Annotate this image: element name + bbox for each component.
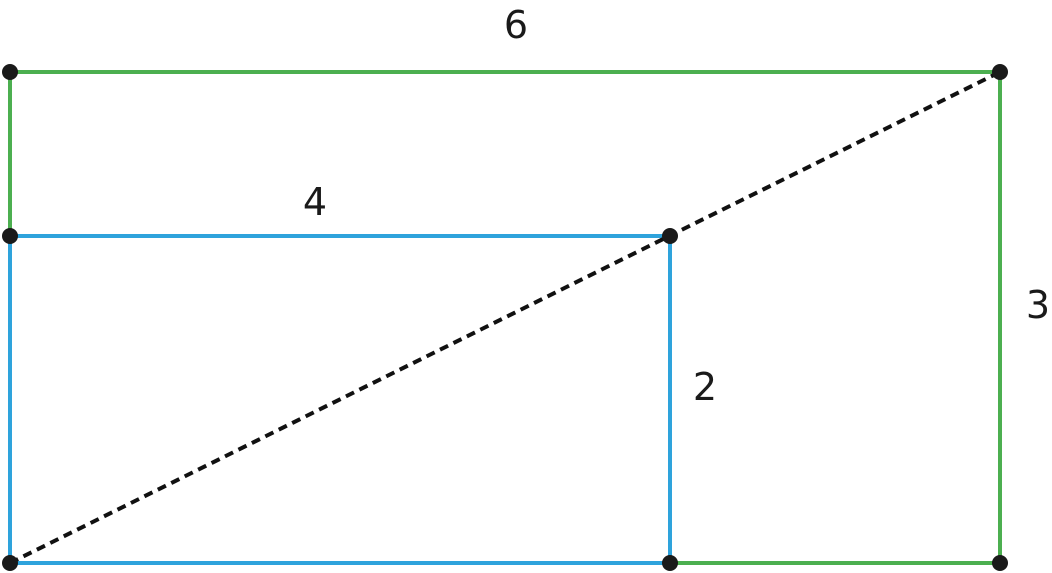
vertex-points [2,64,1008,571]
small-height-label: 2 [693,365,717,409]
shared-diagonal [9,70,1001,565]
large-rectangle [8,70,1002,565]
large-width-label: 6 [504,3,528,47]
vertex-top-left [2,64,18,80]
small-rectangle [8,234,672,565]
small-width-label: 4 [303,180,327,224]
vertex-bottom-right [992,555,1008,571]
vertex-mid-left [2,228,18,244]
vertex-small-top-right [662,228,678,244]
vertex-bottom-left [2,555,18,571]
vertex-small-bottom-right [662,555,678,571]
large-height-label: 3 [1026,283,1050,327]
vertex-top-right [992,64,1008,80]
